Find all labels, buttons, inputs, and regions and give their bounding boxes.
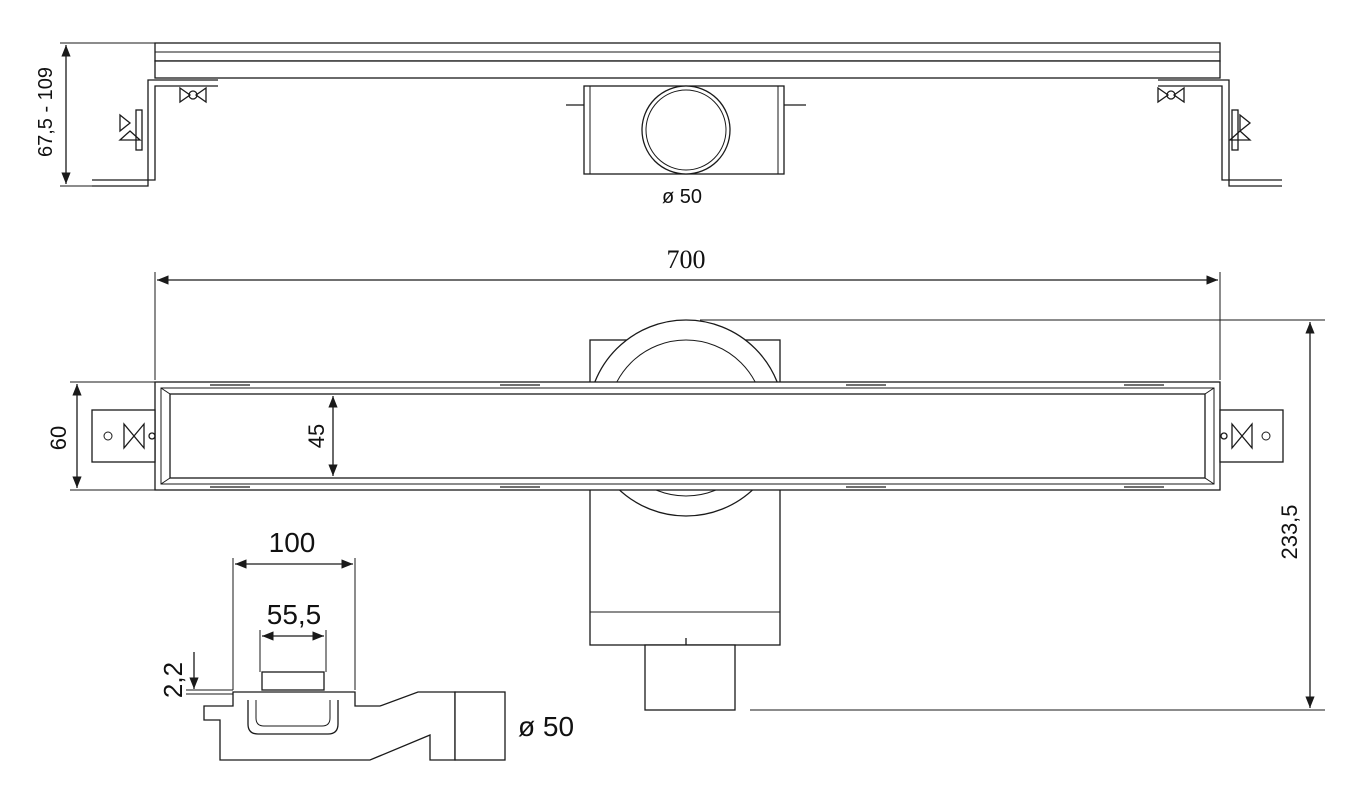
right-bracket bbox=[1158, 79, 1282, 187]
channel-grate bbox=[169, 393, 1206, 479]
left-bracket bbox=[92, 79, 218, 187]
outlet-spigot bbox=[644, 644, 736, 711]
section-flange-label: 2,2 bbox=[158, 662, 188, 698]
section-outlet bbox=[454, 691, 506, 761]
height-range-label: 67,5 - 109 bbox=[35, 67, 57, 157]
outlet-diameter-side-label: ø 50 bbox=[518, 711, 574, 742]
length-label: 700 bbox=[667, 245, 706, 274]
wing-nut-icon bbox=[118, 109, 143, 151]
section-inner-label: 55,5 bbox=[267, 599, 322, 630]
wing-nut-icon bbox=[1228, 109, 1252, 151]
wing-nut-icon bbox=[1220, 422, 1253, 450]
outlet-pipe-circle bbox=[641, 85, 731, 175]
plan-view: 700 bbox=[46, 245, 1325, 711]
wing-nut-icon bbox=[123, 422, 156, 450]
outlet-diameter-top-label: ø 50 bbox=[662, 186, 702, 208]
side-view: 67,5 - 109 ø 50 bbox=[35, 42, 1282, 208]
inner-width-label: 45 bbox=[304, 424, 329, 448]
overall-depth-label: 233,5 bbox=[1277, 504, 1302, 559]
section-width-label: 100 bbox=[269, 527, 316, 558]
wing-nut-icon bbox=[1157, 86, 1185, 104]
cross-section-view: 100 55,5 2,2 ø 50 bbox=[158, 527, 574, 761]
width-label: 60 bbox=[46, 426, 71, 450]
wing-nut-icon bbox=[179, 86, 207, 104]
